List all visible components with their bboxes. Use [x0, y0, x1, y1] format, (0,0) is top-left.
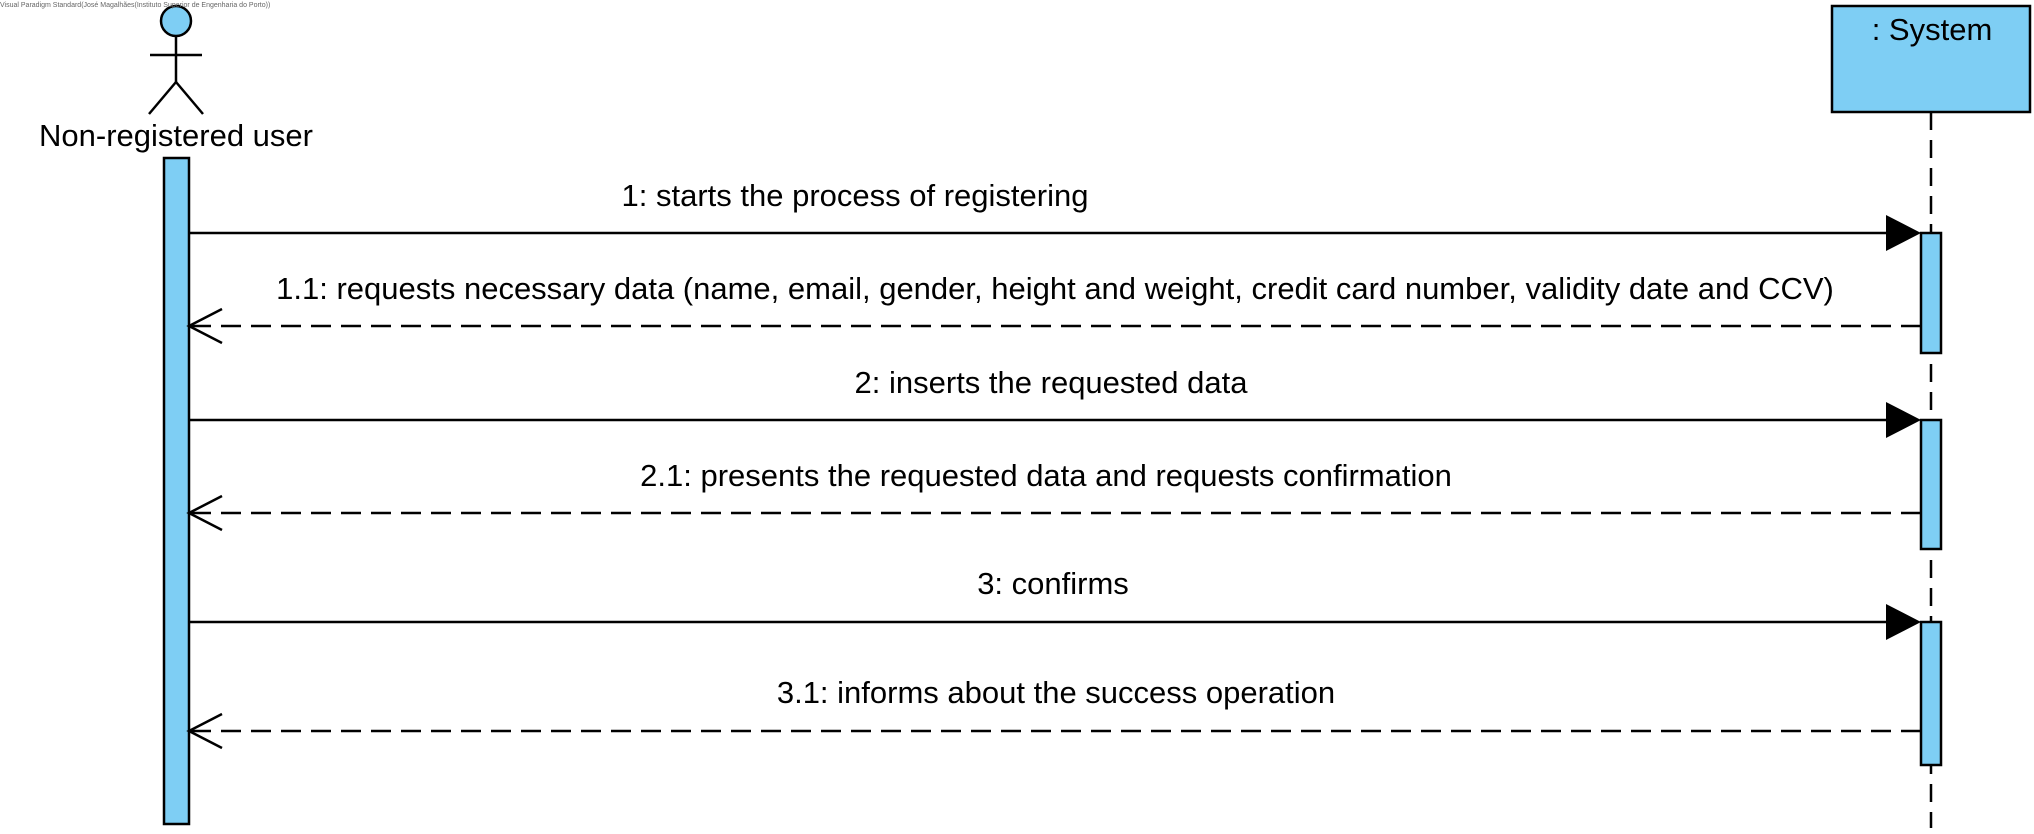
filled-arrowhead-icon [1886, 604, 1921, 640]
actor-head [159, 4, 193, 38]
message-arrow-return [186, 307, 1921, 345]
filled-arrowhead-icon [1886, 215, 1921, 251]
message-arrow-synchronous [189, 604, 1921, 640]
open-arrowhead-icon [186, 307, 223, 345]
message-label: 3.1: informs about the success operation [776, 675, 1336, 710]
open-arrowhead-icon [186, 494, 223, 532]
actor-right-leg [175, 81, 204, 115]
system-lifeline-box [1830, 4, 2032, 114]
message-label: 2: inserts the requested data [854, 365, 1248, 400]
system-activation-bar [1919, 231, 1943, 355]
actor-name-label: Non-registered user [39, 118, 313, 153]
filled-arrowhead-icon [1886, 402, 1921, 438]
message-label: 2.1: presents the requested data and req… [640, 458, 1452, 493]
message-label: 1: starts the process of registering [621, 178, 1089, 213]
actor-activation-bar [162, 156, 191, 826]
message-arrow-return [186, 494, 1921, 532]
actor-figure-icon [148, 4, 204, 115]
open-arrowhead-icon [186, 712, 223, 750]
system-activation-bar [1919, 418, 1943, 551]
system-lifeline-title: : System [1871, 12, 1993, 47]
message-arrow-return [186, 712, 1921, 750]
actor-left-leg [148, 81, 177, 115]
watermark-text: Visual Paradigm Standard(José Magalhães(… [0, 2, 271, 9]
message-arrow-synchronous [189, 215, 1921, 251]
system-activation-bar [1919, 620, 1943, 767]
message-label: 1.1: requests necessary data (name, emai… [276, 271, 1834, 306]
message-arrow-synchronous [189, 402, 1921, 438]
message-label: 3: confirms [977, 566, 1129, 601]
